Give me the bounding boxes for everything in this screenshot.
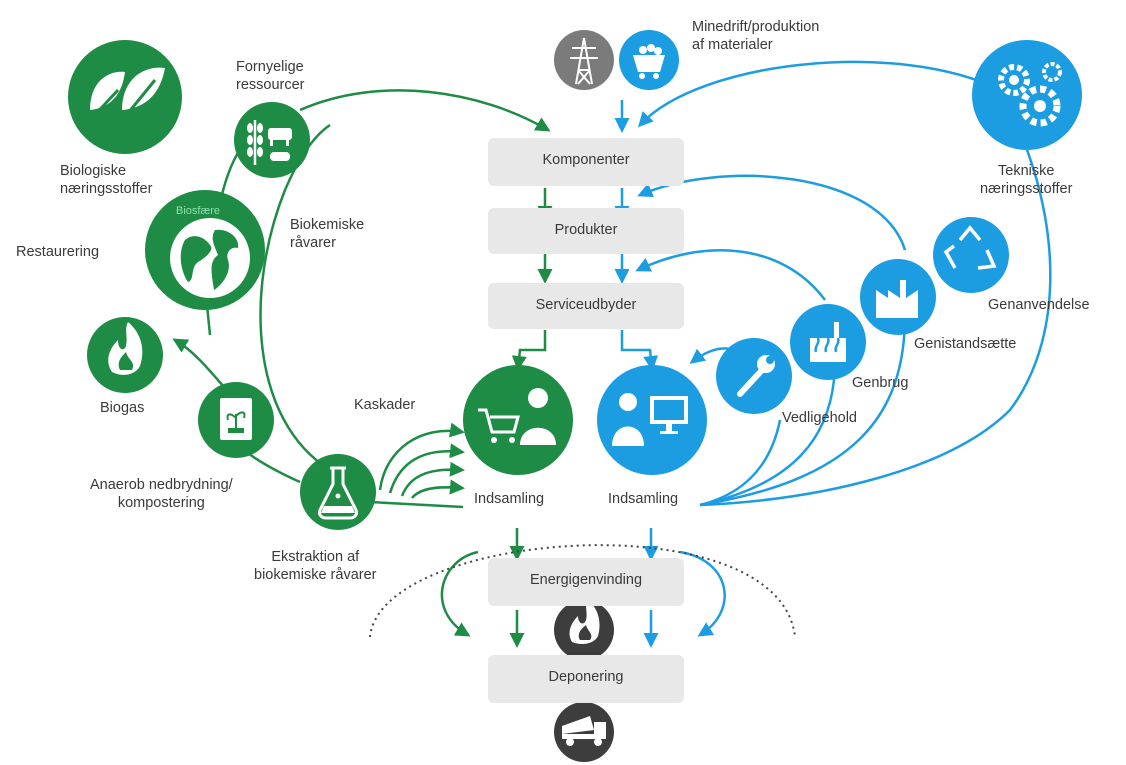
products-box (488, 208, 684, 254)
recycling-to-components-arrow (637, 60, 1001, 128)
products-label: Produkter (554, 222, 618, 238)
bypass-arrow-blue (679, 550, 726, 637)
gears-icon (972, 40, 1082, 150)
reuse-loop (699, 359, 837, 507)
flame-icon (87, 317, 163, 393)
maintenance-label: Vedligehold (782, 410, 857, 426)
power-pylon-icon (554, 30, 614, 90)
cascade-arrow-1 (378, 422, 465, 491)
recycle-icon (933, 217, 1009, 293)
mine-cart-icon (619, 30, 679, 90)
renewable-to-components-arrow (299, 89, 551, 132)
service-to-consumer-arrow (511, 330, 547, 371)
cascade-arrow-2 (388, 443, 465, 494)
dump-truck-icon (554, 702, 614, 762)
biochemical-feedstock-line (259, 123, 331, 472)
technical-nutrients-label: Tekniske næringsstoffer (980, 163, 1073, 197)
collection-right-label: Indsamling (608, 491, 679, 507)
biosphere-label: Biosfære (176, 205, 221, 217)
maintenance-loop (699, 419, 782, 507)
collection-left-label: Indsamling (474, 491, 545, 507)
energy-recovery-box (488, 558, 684, 606)
landfill-box (488, 655, 684, 703)
anaerobic-to-biogas-arrow (172, 338, 225, 388)
recycling-loop (699, 89, 1052, 507)
cascade-arrow-4 (411, 479, 465, 499)
system-boundary-arc (369, 544, 796, 638)
biogas-label: Biogas (100, 400, 145, 416)
biological-nutrients-label: Biologiske næringsstoffer (60, 163, 153, 197)
recycling-label: Genanvendelse (988, 297, 1090, 313)
service-provider-box (488, 283, 684, 329)
renewable-resources-label: Fornyelige ressourcer (236, 59, 305, 93)
components-box (488, 138, 684, 186)
refurbish-loop (699, 314, 907, 507)
landfill-label: Deponering (548, 669, 624, 685)
cascades-label: Kaskader (354, 397, 416, 413)
fire-icon (554, 600, 614, 660)
biochemical-feedstock-label: Biokemiske råvarer (290, 217, 365, 251)
factory-icon (860, 259, 936, 335)
reuse-to-service-arrow (635, 249, 826, 301)
wrench-icon (716, 338, 792, 414)
reuse-label: Genbrug (852, 375, 909, 391)
components-label: Komponenter (542, 152, 630, 168)
compost-bin-icon (198, 382, 274, 458)
anaerobic-digestion-label: Anaerob nedbrydning/ kompostering (90, 477, 233, 511)
extraction-label: Ekstraktion af biokemiske råvarer (254, 549, 377, 583)
shopping-cart-user-icon (463, 365, 573, 475)
computer-user-icon (597, 365, 707, 475)
globe-icon (145, 190, 265, 310)
flask-icon (300, 454, 376, 530)
service-to-user-arrow (620, 330, 659, 371)
extraction-to-collection-line (369, 500, 464, 509)
service-provider-label: Serviceudbyder (535, 297, 637, 313)
refurbish-label: Genistandsætte (914, 336, 1017, 352)
wheat-and-livestock-icon (234, 102, 310, 178)
cascade-arrow-3 (400, 461, 465, 497)
restoration-label: Restaurering (16, 244, 100, 260)
leaves-icon (68, 40, 182, 154)
energy-recovery-label: Energigenvinding (529, 572, 643, 588)
biological-flows (172, 89, 553, 648)
bypass-arrow-green (440, 550, 479, 637)
power-plant-icon (790, 304, 866, 380)
mining-label: Minedrift/produktion af materialer (692, 19, 820, 53)
